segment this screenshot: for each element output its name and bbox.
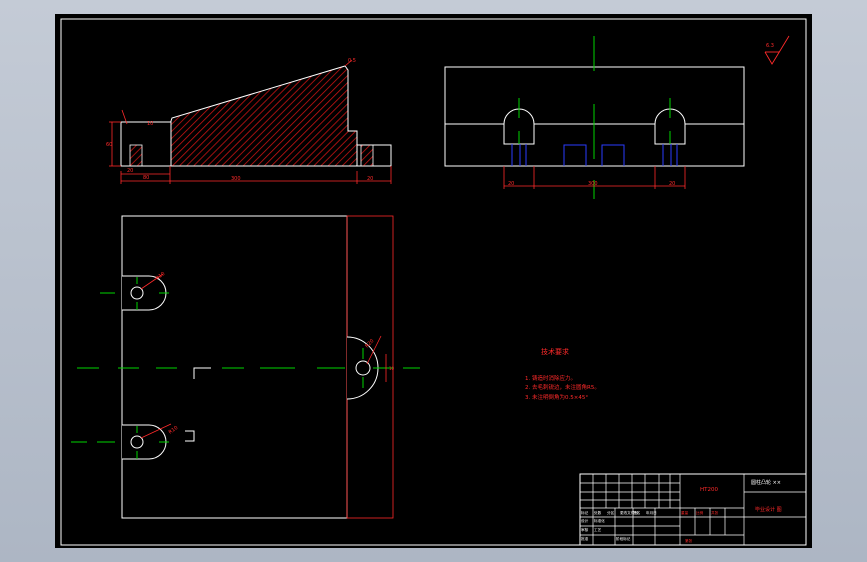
title-block: HT200 圆柱凸轮 ×× 毕业设计 图 标记处数分区更改文件号签名年月日设计标…	[579, 473, 807, 546]
dim-front-right: 20	[669, 181, 675, 187]
dim-plan-hole-right: R20	[364, 338, 375, 349]
dim-plan-hole-bottom: R10	[168, 425, 180, 436]
side-view-right-pocket	[356, 144, 392, 167]
notes-line-3: 3. 未注明倒角为0.5×45°	[525, 393, 588, 401]
roughness-value: 6.3	[766, 43, 774, 49]
side-view-right-hole	[360, 144, 374, 167]
front-view-hidden-lines	[511, 144, 678, 166]
dim-side-bottom-a: 20	[127, 168, 133, 174]
title-block-label: 年月日	[646, 510, 657, 515]
notes-line-1: 1. 铸造时消除应力。	[525, 374, 576, 382]
title-block-label: 阶段标记	[616, 536, 631, 541]
side-view-left-hole	[129, 144, 143, 167]
plan-view-step-mark-1	[193, 367, 211, 379]
side-view-left-pocket	[120, 121, 172, 167]
dim-plan-edge-right: 10	[389, 366, 395, 371]
technical-notes: 技术要求 1. 铸造时消除应力。 2. 去毛刺锐边，未注圆角R5。 3. 未注明…	[525, 347, 600, 401]
cad-viewport[interactable]: 60 0.5 20 80 300 20 10	[55, 14, 812, 548]
title-block-label: 重量	[681, 510, 689, 515]
plan-view-outline	[121, 215, 348, 519]
title-block-label: 签名	[633, 510, 641, 515]
plan-view-centerlines	[71, 277, 420, 459]
dim-plan-hole-top: R10	[155, 271, 167, 282]
title-block-label: 共张	[711, 510, 719, 515]
front-view-right-slot	[654, 108, 686, 145]
title-block-label: 比例	[696, 510, 704, 515]
front-view-centerlines	[518, 36, 671, 199]
front-view: 20 300 20	[444, 36, 745, 199]
title-block-part-name: 圆柱凸轮 ××	[751, 479, 781, 486]
dim-front-left: 20	[508, 181, 514, 187]
title-block-label: 审核	[581, 527, 589, 532]
plan-view-step-mark-2	[185, 430, 195, 442]
title-block-material: HT200	[700, 487, 718, 493]
drawing-canvas[interactable]: 60 0.5 20 80 300 20 10	[55, 14, 812, 548]
dim-side-height: 60	[106, 142, 112, 148]
title-block-label: 处数	[594, 510, 602, 515]
title-block-label: 工艺	[594, 527, 602, 532]
title-block-label: 分区	[607, 510, 615, 515]
dim-side-top-small: 10	[147, 121, 153, 127]
notes-title: 技术要求	[541, 347, 569, 356]
title-block-label: 更改文件号	[620, 510, 638, 515]
notes-line-2: 2. 去毛刺锐边，未注圆角R5。	[525, 383, 600, 391]
dim-front-center: 300	[588, 181, 598, 187]
title-block-label: 标准化	[594, 518, 605, 523]
plan-view-top-hole	[130, 286, 144, 300]
side-view: 60 0.5 20 80 300 20 10	[106, 58, 392, 184]
dim-side-bottom-b: 80	[143, 175, 149, 181]
drawing-border	[60, 18, 807, 546]
side-view-section-hatch	[169, 65, 358, 167]
plan-view-right-hole	[355, 360, 371, 376]
dim-side-chamfer: 0.5	[348, 58, 356, 64]
dim-side-bottom-right: 20	[367, 176, 373, 182]
plan-view: R10 R10 R20 10	[71, 215, 420, 519]
title-block-frame	[579, 473, 807, 546]
front-view-left-slot	[503, 108, 535, 145]
title-block-label: 第张	[685, 538, 693, 543]
plan-view-bottom-hole	[130, 435, 144, 449]
roughness-symbol: 6.3	[764, 35, 790, 65]
title-block-drawing-no: 毕业设计 图	[755, 506, 782, 513]
title-block-label: 标记	[581, 510, 589, 515]
title-block-label: 设计	[581, 518, 589, 523]
dim-side-length: 300	[231, 176, 241, 182]
title-block-label: 批准	[581, 536, 589, 541]
